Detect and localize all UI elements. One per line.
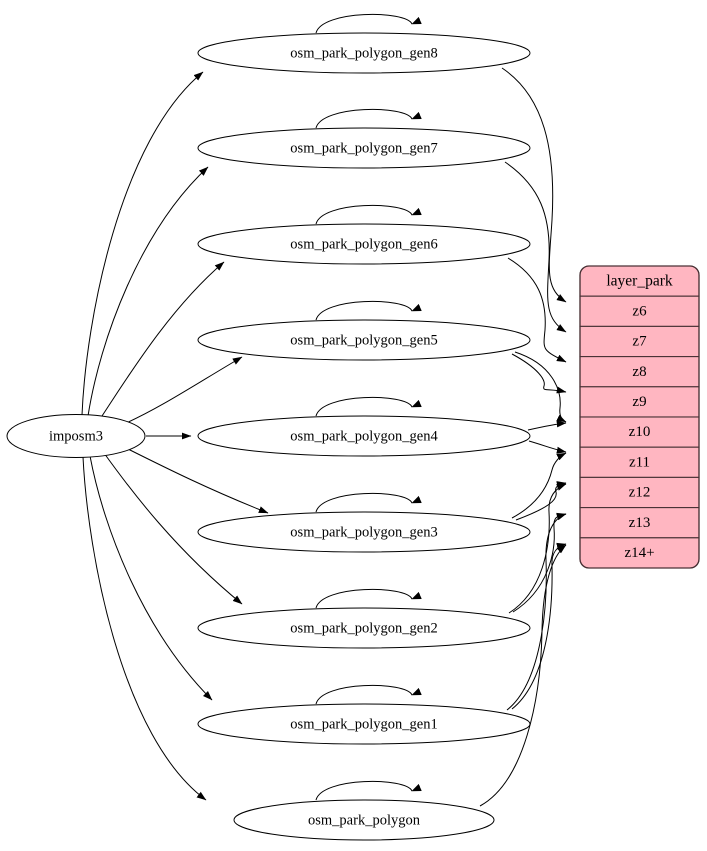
node-gen1[interactable]: osm_park_polygon_gen1 [197,703,531,745]
layer-park-label-z8: z8 [632,364,646,380]
node-gen7[interactable]: osm_park_polygon_gen7 [197,127,531,169]
layer-park-label-z7: z7 [632,334,647,350]
layer-park-label-z14plus: z14+ [624,545,654,561]
edge-gen8-to-z6 [501,67,567,303]
layer-park-label-z11: z11 [629,454,650,470]
node-osm-park-polygon[interactable]: osm_park_polygon [233,799,495,841]
layer-park-label-z9: z9 [632,394,646,410]
gen2-label: osm_park_polygon_gen2 [290,620,437,636]
layer-park-row-z9[interactable] [579,386,700,418]
gen3-label: osm_park_polygon_gen3 [290,524,437,540]
gen8-ellipse[interactable] [197,32,531,74]
imposm3-label: imposm3 [49,428,103,444]
layer-park-row-z7[interactable] [579,325,700,358]
gen6-ellipse[interactable] [197,223,531,265]
osm-park-polygon-ellipse[interactable] [233,799,495,841]
edge-imposm3-to-gen7 [87,166,209,417]
edge-imposm3-to-gen2 [103,452,243,605]
edge-osm-park-polygon-to-z14 [479,544,567,807]
gen1-ellipse[interactable] [197,703,531,745]
self-loop-gen5 [315,300,422,321]
layer-park-label-z13: z13 [629,515,651,531]
gen8-label: osm_park_polygon_gen8 [290,45,437,61]
layer-park-title: layer_park [606,273,673,290]
self-loop-gen7 [315,108,422,129]
edge-gen2-to-z12 [508,483,567,614]
node-gen3[interactable]: osm_park_polygon_gen3 [197,511,531,553]
node-gen6[interactable]: osm_park_polygon_gen6 [197,223,531,265]
node-gen8[interactable]: osm_park_polygon_gen8 [197,32,531,74]
layer-park-outline [579,265,700,569]
layer-park-label-z6: z6 [632,303,647,319]
gen6-label: osm_park_polygon_gen6 [290,236,437,252]
node-imposm3[interactable]: imposm3 [6,414,146,458]
self-loop-gen2 [315,588,422,609]
gen4-label: osm_park_polygon_gen4 [290,428,438,444]
self-loop-osm-park-polygon [315,780,422,801]
edge-imposm3-to-gen1 [89,455,213,701]
self-loop-gen4 [315,396,422,417]
gen7-label: osm_park_polygon_gen7 [290,140,437,156]
edge-imposm3-to-gen5 [123,356,243,425]
gen2-ellipse[interactable] [197,607,531,649]
edge-gen6-to-z8 [507,257,567,363]
node-gen4[interactable]: osm_park_polygon_gen4 [197,415,531,457]
edge-gen3-to-z11 [511,452,567,519]
node-gen5[interactable]: osm_park_polygon_gen5 [197,319,531,361]
self-loop-gen3 [315,492,422,513]
gen1-label: osm_park_polygon_gen1 [290,716,437,732]
osm-park-polygon-label: osm_park_polygon [308,812,421,828]
edge-imposm3-to-gen3 [127,448,269,514]
edges-from-imposm3 [81,71,269,801]
edge-gen4-to-z10 [527,420,567,431]
self-loop-gen1 [315,684,422,705]
edge-imposm3-to-gen6 [99,261,225,420]
layer-park-row-z11[interactable] [579,446,700,478]
edge-imposm3-to-gen8 [81,71,204,416]
layer-park-label-z12: z12 [629,485,651,501]
edge-gen5-to-z10 [514,351,567,423]
self-loop-gen6 [315,204,422,225]
self-loop-edges [315,13,422,801]
edge-gen4-to-z11 [528,440,567,454]
gen4-ellipse[interactable] [197,415,531,457]
gen3-ellipse[interactable] [197,511,531,553]
edges-to-layer-park [479,67,567,807]
node-gen2[interactable]: osm_park_polygon_gen2 [197,607,531,649]
gen5-label: osm_park_polygon_gen5 [290,332,437,348]
gen7-ellipse[interactable] [197,127,531,169]
self-loop-gen8 [315,13,422,34]
layer-park-label-z10: z10 [629,424,651,440]
edge-imposm3-to-osm-park-polygon [82,456,207,801]
imposm3-ellipse[interactable] [6,414,146,458]
edge-gen5-to-z9 [511,353,567,394]
layer-park-table[interactable]: layer_park z6 z7 z8 z9 z10 z11 z12 z13 z… [579,265,700,569]
gen5-ellipse[interactable] [197,319,531,361]
edge-gen7-to-z7 [504,161,567,333]
edge-gen1-to-z13 [506,513,567,711]
